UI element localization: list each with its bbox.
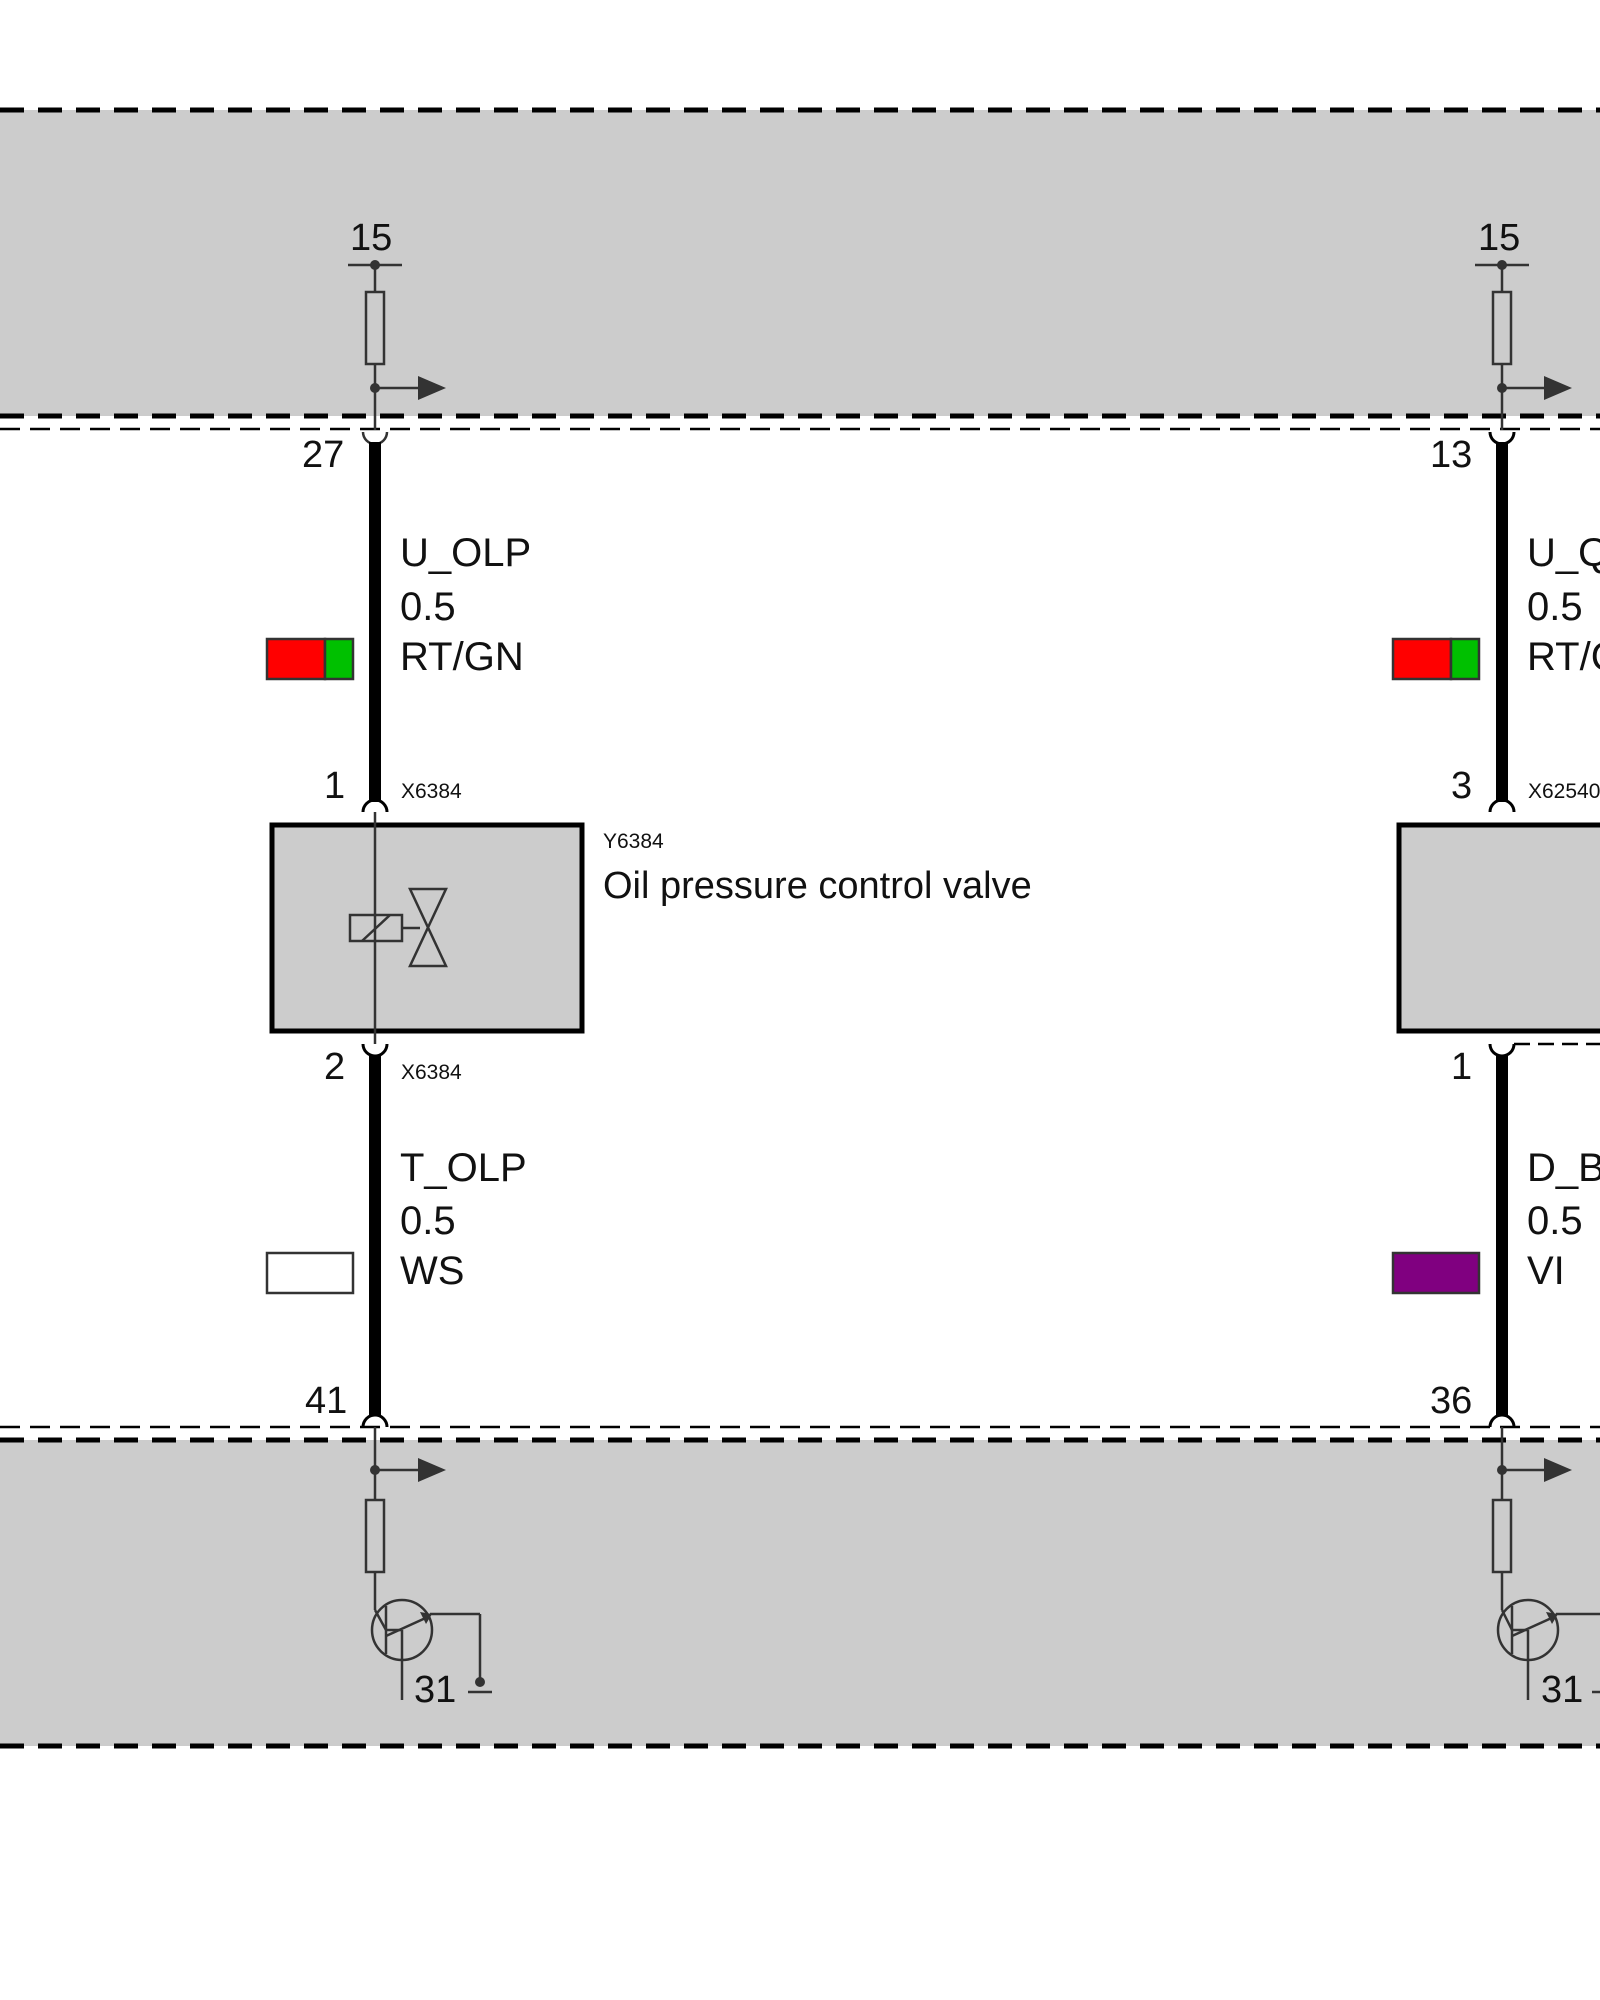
pin-1-label: 1 [324,765,345,807]
connector-bottom-id: X6384 [401,1061,462,1084]
pin-27-label: 27 [302,434,344,476]
wire-u-q-color: RT/C [1527,635,1600,679]
connector-arc-4 [361,1413,389,1428]
transistor-icon [370,1598,434,1700]
connector-arc-right-3 [1488,1043,1516,1058]
lower-control-unit [0,1425,1600,1749]
wire-u-q-name: U_Q [1527,531,1600,575]
connector-top-id-right: X62540 [1528,780,1600,803]
connector-arc-2 [361,798,389,813]
ground-31-label-right: 31 [1541,1669,1583,1711]
wire-u-olp-size: 0.5 [400,585,456,629]
terminal-15-label: 15 [350,217,392,259]
connector-arc-3 [361,1043,389,1058]
component-name: Oil pressure control valve [603,865,1032,907]
ground-dot [475,1677,485,1687]
lower-module-fill [0,1440,1600,1746]
upper-module-fill [0,110,1600,416]
pin-3-label: 3 [1451,765,1472,807]
color-swatch-rt-gn [265,637,355,681]
ground-31-label: 31 [414,1669,456,1711]
coil-diagonal [361,914,391,942]
upper-control-unit [0,107,1600,431]
component-id: Y6384 [603,830,664,853]
connector-top-id: X6384 [401,780,462,803]
color-swatch-vi [1391,1251,1481,1295]
wire-d-b-size: 0.5 [1527,1199,1583,1243]
wire-t-olp-size: 0.5 [400,1199,456,1243]
wire-t-olp-color: WS [400,1249,464,1293]
wire-u-olp-color: RT/GN [400,635,524,679]
swatch-red-right [1391,637,1453,681]
valve-icon [408,887,448,968]
wire-d-b-color: VI [1527,1249,1565,1293]
wire-u-olp-name: U_OLP [400,531,531,575]
swatch-red [265,637,327,681]
connector-arc-right-4 [1488,1413,1516,1428]
pin-2-label: 2 [324,1046,345,1088]
swatch-green [323,637,355,681]
pin-1-label-right: 1 [1451,1046,1472,1088]
color-swatch-ws [265,1251,355,1295]
wire-u-q-size: 0.5 [1527,585,1583,629]
arrow-right-icon-right [1544,376,1572,400]
connector-arc-right-2 [1488,798,1516,813]
terminal-15-label-right: 15 [1478,217,1520,259]
arrow-right-icon-right-2 [1544,1458,1572,1482]
circuit-left: 15 27 U_OLP 0.5 RT/GN 1 X6384 [265,217,1032,1711]
circuit-right: 15 13 U_Q 0.5 RT/C 3 X62540 [1391,217,1600,1711]
pin-36-label: 36 [1430,1380,1472,1422]
arrow-right-icon [418,376,446,400]
wire-d-b-name: D_B [1527,1146,1600,1190]
swatch-green-right [1449,637,1481,681]
component-right[interactable] [1396,822,1600,1034]
arrow-right-icon-2 [418,1458,446,1482]
pin-41-label: 41 [305,1380,347,1422]
color-swatch-rt-gn-right [1391,637,1481,681]
transistor-icon-right [1496,1598,1560,1700]
pin-13-label: 13 [1430,434,1472,476]
wire-t-olp-name: T_OLP [400,1146,527,1190]
